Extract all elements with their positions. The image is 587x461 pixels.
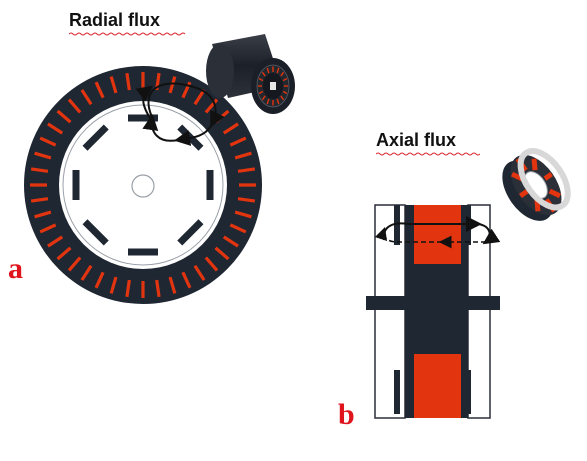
stator-slot (168, 276, 177, 294)
left-rotor-disc (374, 204, 406, 419)
stator-slot (193, 89, 206, 106)
stator-slot (34, 210, 52, 219)
stator-slot (204, 256, 219, 272)
axial-flux-machine (366, 204, 501, 419)
radial-flux-title: Radial flux (69, 10, 186, 36)
stator-slot (56, 109, 72, 124)
stator-slot (193, 264, 206, 281)
spellcheck-underline (376, 152, 480, 156)
rotor-magnet (206, 170, 214, 200)
flux-path-arrow (135, 85, 154, 119)
stator-slot (204, 98, 219, 114)
stator-slot (229, 223, 247, 234)
stator-winding (414, 205, 461, 264)
spellcheck-underline (69, 32, 186, 36)
flux-path-arrow (174, 123, 213, 146)
stator-slot (80, 89, 93, 106)
stator-slot (234, 151, 252, 160)
radial-flux-machine (24, 66, 262, 304)
rotor-magnet (177, 219, 204, 246)
stator-slot (237, 167, 256, 173)
rotor-magnet (128, 248, 158, 256)
stator-slot (109, 276, 118, 294)
stator-slot (94, 81, 105, 99)
right-magnet (465, 370, 471, 414)
rotor-magnet (82, 219, 109, 246)
flux-path-arrow (142, 114, 179, 142)
stator-slot (125, 279, 131, 298)
stator-slot (222, 122, 239, 135)
stator-slot (30, 197, 49, 203)
stator-slot (39, 136, 57, 147)
stator-slot (155, 279, 161, 298)
stator-slot (80, 264, 93, 281)
radial-flux-title-text: Radial flux (69, 10, 161, 30)
panel-label-a: a (8, 252, 23, 285)
stator-slot (67, 256, 82, 272)
axial-motor-3d-icon (502, 148, 571, 221)
stator-slot (168, 76, 177, 94)
stator-slot (109, 76, 118, 94)
stator-slot (94, 271, 105, 289)
stator-slot (234, 210, 252, 219)
stator-slot (222, 235, 239, 248)
shaft (131, 174, 155, 198)
stator-slot (30, 167, 49, 173)
stator-slot (181, 271, 192, 289)
left-magnet (394, 205, 400, 245)
right-rotor-disc (467, 204, 491, 419)
stator-slot (39, 223, 57, 234)
rotor-magnet (72, 170, 80, 200)
stator-slots (30, 72, 256, 298)
stator-slot (47, 122, 64, 135)
stator-slot (125, 72, 131, 91)
stator-slot (214, 246, 230, 261)
radial-motor-3d-icon (206, 34, 295, 114)
stator-slot (67, 98, 82, 114)
stator-slot (56, 246, 72, 261)
axial-shaft (366, 296, 500, 310)
stator-slot (47, 235, 64, 248)
flux-path-arrow (477, 223, 501, 245)
stator-winding (414, 354, 461, 418)
rotor-magnet (82, 124, 109, 151)
stator-slot (34, 151, 52, 160)
panel-label-b: b (338, 398, 355, 431)
axial-flux-title-text: Axial flux (376, 130, 457, 150)
stator-slot (237, 197, 256, 203)
stator-slot (229, 136, 247, 147)
rotor-magnet (128, 114, 158, 122)
flux-path-arrow (374, 226, 442, 243)
axial-flux-title: Axial flux (376, 130, 480, 156)
left-magnet (394, 370, 400, 414)
